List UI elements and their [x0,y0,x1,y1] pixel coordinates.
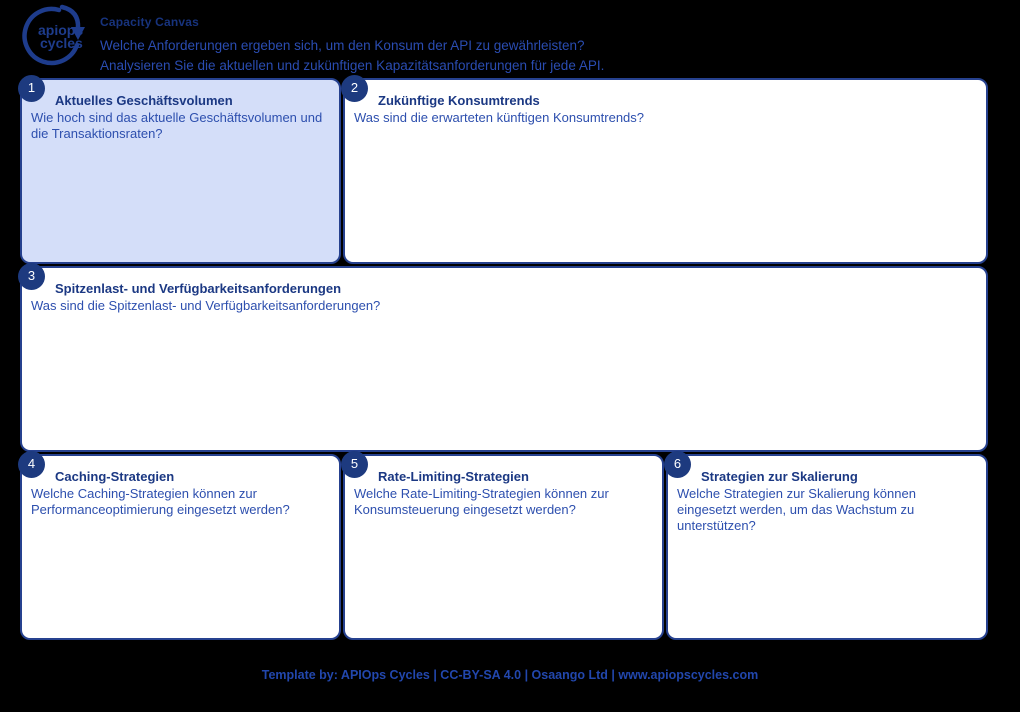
section-question: Wie hoch sind das aktuelle Geschäftsvolu… [31,110,323,141]
section-number-badge: 1 [18,75,45,102]
section-caching-strategien: 4 Caching-Strategien Welche Caching-Stra… [18,451,341,640]
section-rate-limiting-strategien: 5 Rate-Limiting-Strategien Welche Rate-L… [341,451,664,640]
header: apiops cycles Capacity Canvas Welche Anf… [0,0,1020,78]
section-title: Spitzenlast- und Verfügbarkeitsanforderu… [55,281,342,296]
canvas-subtitle-instruction: Analysieren Sie die aktuellen und zukünf… [100,58,605,73]
section-question: Welche Rate-Limiting-Strategien können z… [354,486,609,517]
section-number-badge: 5 [341,451,368,478]
section-title: Rate-Limiting-Strategien [378,469,529,484]
section-title: Caching-Strategien [55,469,175,484]
section-question: Was sind die Spitzenlast- und Verfügbark… [31,298,381,313]
section-question: Welche Strategien zur Skalierung können … [677,486,916,533]
section-aktuelles-geschaeftsvolumen: 1 Aktuelles Geschäftsvolumen Wie hoch si… [18,75,341,264]
section-spitzenlast-verfuegbarkeit: 3 Spitzenlast- und Verfügbarkeitsanforde… [18,263,988,452]
apiops-cycles-logo: apiops cycles [22,4,85,66]
section-title: Strategien zur Skalierung [701,469,858,484]
section-question: Was sind die erwarteten künftigen Konsum… [354,110,645,125]
canvas-title: Capacity Canvas [100,15,200,29]
canvas-subtitle-question: Welche Anforderungen ergeben sich, um de… [100,38,585,53]
logo-word-apiops: apiops [38,22,83,38]
section-number-badge: 4 [18,451,45,478]
section-number-badge: 3 [18,263,45,290]
section-zukuenftige-konsumtrends: 2 Zukünftige Konsumtrends Was sind die e… [341,75,988,264]
canvas-grid: 1 Aktuelles Geschäftsvolumen Wie hoch si… [18,75,988,640]
logo-word-cycles: cycles [40,35,83,51]
section-strategien-zur-skalierung: 6 Strategien zur Skalierung Welche Strat… [664,451,988,640]
section-number-badge: 6 [664,451,691,478]
section-number-badge: 2 [341,75,368,102]
footer-attribution: Template by: APIOps Cycles | CC-BY-SA 4.… [261,668,759,682]
section-title: Aktuelles Geschäftsvolumen [55,93,233,108]
section-title: Zukünftige Konsumtrends [378,93,540,108]
section-question: Welche Caching-Strategien können zur Per… [31,486,290,517]
